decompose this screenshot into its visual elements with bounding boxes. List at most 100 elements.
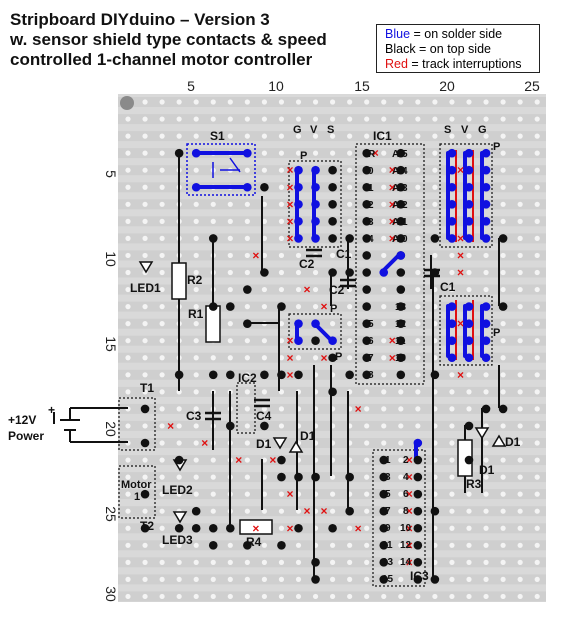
hole (415, 218, 421, 224)
hole (210, 99, 216, 105)
hole (364, 559, 370, 565)
pad (447, 302, 457, 311)
hole (193, 389, 199, 395)
hole (193, 201, 199, 207)
hole (261, 116, 267, 122)
hole (193, 355, 199, 361)
hole (193, 457, 199, 463)
hole (500, 508, 506, 514)
hole (466, 406, 472, 412)
pad (294, 472, 303, 482)
hole (278, 355, 285, 361)
ic3-pin-2: 2 (403, 455, 409, 466)
hole (261, 542, 267, 548)
hole (534, 559, 540, 565)
hole (193, 99, 199, 105)
hole (312, 593, 319, 600)
hole (534, 167, 540, 173)
pad (362, 302, 372, 311)
hole (330, 99, 336, 105)
hole (534, 372, 540, 378)
pad (379, 489, 389, 499)
hole (466, 559, 472, 565)
hole (415, 133, 421, 139)
pad (481, 217, 491, 226)
ic3-pin-labels: 1 3 5 7 9 11 13 15 2 4 6 8 10 12 14 (382, 455, 412, 585)
hole (500, 372, 506, 378)
hole (312, 304, 319, 310)
hole (483, 372, 489, 378)
pad (243, 182, 252, 192)
hole (364, 133, 370, 139)
row-label-30: 30 (103, 586, 119, 602)
hole (159, 321, 165, 327)
hole (142, 457, 148, 463)
hole (449, 116, 455, 122)
hole (381, 252, 387, 259)
pad (464, 421, 474, 431)
hole (125, 576, 131, 583)
hole (415, 593, 421, 600)
pad (311, 336, 320, 346)
hole (193, 338, 199, 344)
hole (415, 372, 421, 378)
hole (295, 133, 302, 139)
hole (278, 406, 285, 412)
hole (449, 99, 455, 105)
hole (125, 218, 131, 224)
pad (413, 438, 423, 448)
hole (517, 218, 523, 224)
hole (312, 150, 319, 156)
hole (278, 321, 285, 327)
hole (432, 184, 438, 190)
pad (396, 200, 406, 209)
pad (311, 234, 320, 243)
pad (413, 575, 423, 584)
hole (159, 474, 165, 480)
hole (159, 508, 165, 514)
hole (517, 542, 523, 548)
pad (464, 148, 474, 158)
track-cut-mark: × (286, 521, 293, 535)
pad (311, 575, 320, 584)
pad (464, 302, 474, 311)
hole (176, 593, 182, 600)
hole (449, 559, 455, 565)
pad (498, 302, 508, 311)
track-cut-mark: × (286, 231, 293, 245)
hole (142, 252, 148, 259)
col-label-25: 25 (524, 78, 540, 94)
legend-red-text: = track interruptions (407, 57, 522, 71)
hole (278, 491, 285, 497)
hole (449, 576, 455, 583)
label-svg-v: V (461, 124, 469, 136)
hole (210, 559, 216, 565)
hole (193, 406, 199, 412)
hole (159, 269, 165, 276)
pad (464, 336, 474, 346)
hole (415, 150, 421, 156)
hole (193, 133, 199, 139)
hole (347, 150, 353, 156)
pad (396, 285, 406, 294)
hole (244, 474, 250, 480)
hole (500, 321, 506, 327)
hole (193, 304, 199, 310)
hole (125, 321, 131, 327)
hole (159, 150, 165, 156)
hole (415, 252, 421, 259)
pad (328, 268, 337, 277)
hole (415, 423, 421, 429)
hole (534, 457, 540, 463)
hole (176, 491, 182, 497)
pad (447, 319, 457, 328)
hole (159, 133, 165, 139)
hole (125, 133, 131, 139)
hole (500, 525, 506, 531)
pad (498, 234, 508, 243)
track-red-lines (455, 150, 474, 360)
hole (534, 184, 540, 190)
hole (347, 321, 353, 327)
hole (261, 389, 267, 395)
ic3-pin-15: 15 (382, 574, 394, 585)
